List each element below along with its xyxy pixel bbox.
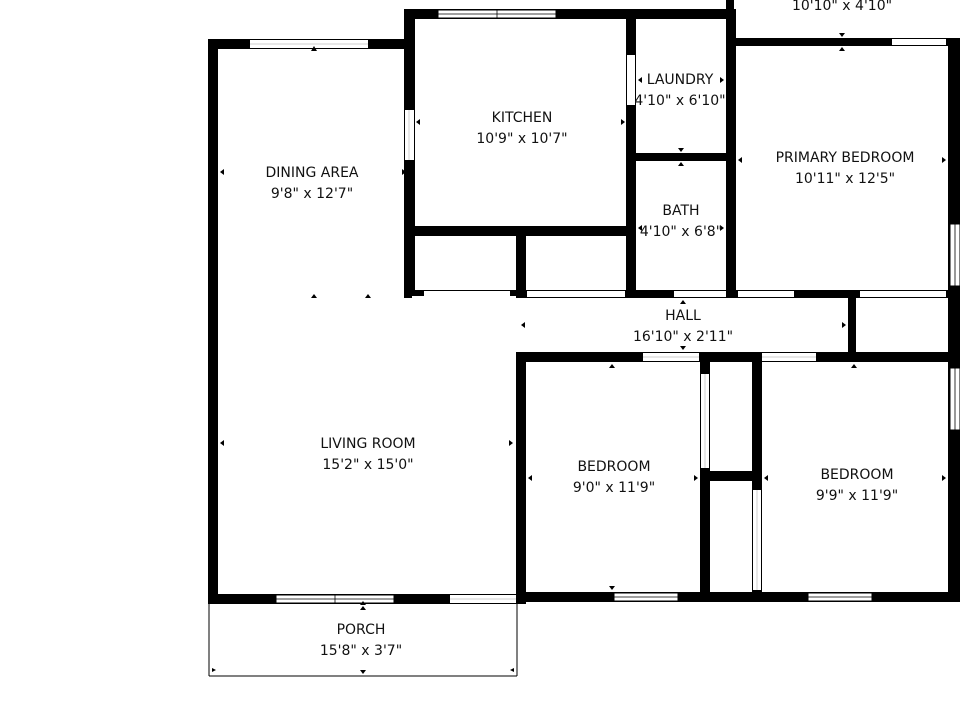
dimension-markers	[212, 33, 946, 674]
wall-closet-divider	[516, 226, 526, 297]
porch-name: PORCH	[337, 622, 386, 638]
dining-area-name: DINING AREA	[265, 165, 358, 181]
wall-left	[208, 39, 218, 604]
hall-closet2-opening	[527, 291, 625, 297]
hall-name: HALL	[665, 308, 701, 324]
porch-outline	[208, 604, 518, 677]
bath-name: BATH	[662, 203, 699, 219]
wall-bath-right	[726, 9, 736, 297]
laundry-dims: 4'10" x 6'10"	[634, 93, 725, 109]
bedroom2-side-window	[949, 367, 960, 431]
wall-right-edge	[948, 38, 960, 600]
hall-dims: 16'10" x 2'11"	[633, 329, 733, 345]
wall-top-kitchen	[404, 9, 734, 19]
kitchen-name: KITCHEN	[492, 110, 553, 126]
bath-door-opening	[674, 291, 726, 297]
kitchen-window	[437, 9, 557, 19]
bath-dims: 4'10" x 6'8"	[640, 224, 722, 240]
top-right-opening	[892, 39, 946, 45]
primary-bedroom-name: PRIMARY BEDROOM	[776, 150, 915, 166]
living-room-name: LIVING ROOM	[320, 436, 415, 452]
bedroom2-window	[807, 592, 873, 602]
door-lines	[250, 43, 816, 600]
bedroom-2-name: BEDROOM	[820, 467, 893, 483]
primary-window	[949, 223, 960, 287]
hall-closet-opening	[424, 291, 510, 297]
bedroom1-window	[613, 592, 679, 602]
living-window	[275, 594, 395, 604]
hall-linen-opening	[860, 291, 946, 297]
primary-bedroom-dims: 10'11" x 12'5"	[795, 171, 895, 187]
wall-top-right-left	[726, 0, 734, 19]
kitchen-dims: 10'9" x 10'7"	[476, 131, 567, 147]
living-hall-opening	[412, 296, 516, 352]
bedroom-2-dims: 9'9" x 11'9"	[816, 488, 898, 504]
wall-hall-closet	[848, 290, 856, 360]
laundry-name: LAUNDRY	[647, 72, 714, 88]
kitchen-laundry-opening	[627, 55, 635, 105]
wall-bottom-bedrooms	[516, 592, 960, 602]
wall-closet-mid	[700, 471, 760, 481]
bedroom-1-name: BEDROOM	[577, 459, 650, 475]
wall-bedroom2-left	[752, 352, 762, 600]
porch-dims: 15'8" x 3'7"	[320, 643, 402, 659]
walls	[208, 0, 960, 604]
dining-area-dims: 9'8" x 12'7"	[271, 186, 353, 202]
room-labels: 10'10" x 4'10" LAUNDRY 4'10" x 6'10" KIT…	[265, 0, 914, 659]
wall-bedroom1-left	[516, 352, 526, 604]
openings	[250, 40, 946, 603]
wall-primary-top	[730, 38, 960, 46]
bedroom-1-dims: 9'0" x 11'9"	[573, 480, 655, 496]
wall-laundry-bath	[630, 153, 730, 161]
living-room-dims: 15'2" x 15'0"	[322, 457, 413, 473]
windows	[275, 9, 960, 604]
wall-hall-bottom	[516, 352, 960, 362]
primary-door-opening	[738, 291, 794, 297]
top-right-room-dims: 10'10" x 4'10"	[792, 0, 892, 14]
